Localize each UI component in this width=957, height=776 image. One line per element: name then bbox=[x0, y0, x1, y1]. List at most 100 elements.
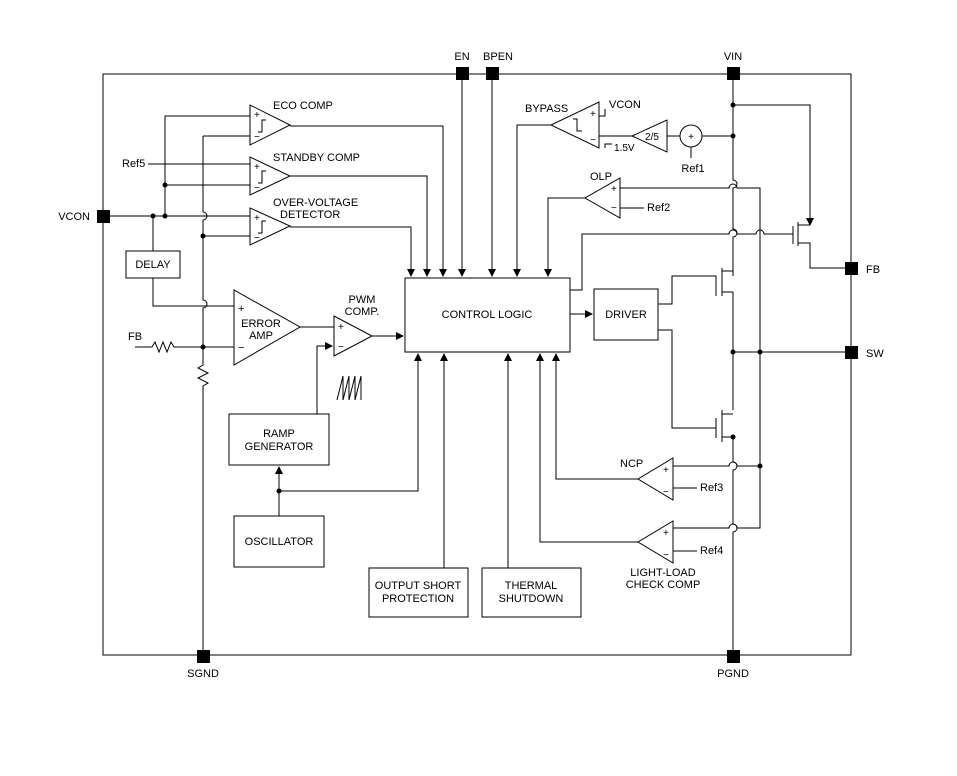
ramp-label-1: RAMP bbox=[263, 428, 295, 440]
light-load-to-logic-wire bbox=[536, 353, 638, 543]
bypass-label: BYPASS bbox=[525, 103, 568, 115]
pwm-label-2: COMP. bbox=[345, 306, 380, 318]
control-logic-block bbox=[404, 277, 571, 353]
thermal-label-1: THERMAL bbox=[505, 580, 558, 592]
oscillator-block bbox=[233, 515, 325, 568]
ncp-comp-symbol bbox=[637, 457, 674, 501]
eco-plus-wire bbox=[164, 115, 250, 216]
ncp-plus: + bbox=[663, 465, 669, 476]
eco-comp-label: ECO COMP bbox=[273, 100, 333, 112]
error-amp-label-1: ERROR bbox=[241, 318, 281, 330]
bypass-minus: − bbox=[590, 135, 596, 146]
standby-comp-label: STANDBY COMP bbox=[273, 152, 360, 164]
light-load-label-1: LIGHT-LOAD bbox=[630, 567, 695, 579]
olp-to-logic-wire bbox=[544, 197, 585, 277]
standby-minus: − bbox=[254, 183, 260, 194]
driver-to-ls-gate-wire bbox=[658, 329, 716, 429]
pgnd-rail-wire bbox=[732, 437, 738, 650]
pin-vcon bbox=[97, 210, 110, 223]
bypass-fet-to-fb-wire bbox=[798, 242, 845, 269]
ovd-plus: + bbox=[254, 213, 260, 224]
v15-label: 1.5V bbox=[614, 143, 635, 154]
eco-hysteresis-icon bbox=[258, 119, 266, 133]
pin-fb-label: FB bbox=[866, 264, 880, 276]
standby-comp-symbol bbox=[249, 156, 292, 196]
standby-to-logic-wire bbox=[290, 175, 431, 277]
pin-vcon-label: VCON bbox=[58, 211, 90, 223]
pin-bpen-label: BPEN bbox=[483, 51, 513, 63]
pin-sgnd bbox=[197, 650, 210, 663]
eco-minus: − bbox=[254, 132, 260, 143]
ramp-to-pwm-wire bbox=[316, 342, 333, 414]
ramp-generator-block bbox=[228, 413, 330, 466]
thermal-shutdown-block bbox=[481, 567, 582, 618]
gain-label: 2/5 bbox=[645, 132, 659, 143]
ncp-label: NCP bbox=[620, 458, 643, 470]
pwm-label-1: PWM bbox=[349, 294, 376, 306]
pin-pgnd-label: PGND bbox=[717, 668, 749, 680]
driver-label: DRIVER bbox=[605, 309, 647, 321]
standby-plus: + bbox=[254, 162, 260, 173]
eco-to-logic-wire bbox=[290, 125, 447, 277]
pin-pgnd bbox=[727, 650, 740, 663]
error-plus: + bbox=[238, 303, 244, 315]
delay-block bbox=[125, 250, 181, 279]
bypass-vcon-wire bbox=[599, 109, 606, 117]
driver-block bbox=[593, 288, 659, 341]
ovd-hysteresis-icon bbox=[258, 220, 266, 234]
ovd-label-1: OVER-VOLTAGE bbox=[273, 197, 358, 209]
eco-plus: + bbox=[254, 110, 260, 121]
ovd-comp-symbol bbox=[249, 207, 292, 246]
pwm-plus: + bbox=[338, 322, 344, 333]
olp-label: OLP bbox=[590, 171, 612, 183]
ref1-label: Ref1 bbox=[681, 163, 704, 175]
pin-en-label: EN bbox=[454, 51, 469, 63]
pin-en bbox=[456, 67, 469, 80]
junction-dot bbox=[162, 213, 168, 219]
light-load-sense-wire bbox=[673, 352, 761, 529]
light-load-label-2: CHECK COMP bbox=[626, 579, 701, 591]
ref5-label: Ref5 bbox=[122, 158, 145, 170]
ramp-label-2: GENERATOR bbox=[245, 441, 314, 453]
pin-vin-label: VIN bbox=[724, 51, 742, 63]
control-logic-label: CONTROL LOGIC bbox=[442, 309, 533, 321]
junction-dot bbox=[162, 182, 168, 188]
osc-to-logic-wire bbox=[279, 353, 422, 492]
olp-minus: − bbox=[611, 203, 617, 214]
delay-to-error-wire bbox=[152, 278, 234, 307]
fb-resistor-wire bbox=[135, 340, 234, 354]
pin-vin bbox=[727, 67, 740, 80]
ref3-label: Ref3 bbox=[700, 482, 723, 494]
osp-label-1: OUTPUT SHORT bbox=[375, 580, 462, 592]
pin-fb bbox=[845, 262, 858, 275]
ovd-to-logic-wire bbox=[290, 226, 415, 277]
pin-bpen bbox=[486, 67, 499, 80]
bypass-ref-wire bbox=[604, 143, 612, 148]
vin-rail-wire bbox=[732, 80, 738, 276]
light-load-comp-symbol bbox=[637, 520, 674, 564]
bypass-to-logic-wire bbox=[513, 124, 551, 277]
olp-sense-wire bbox=[620, 183, 761, 352]
pwm-comp-symbol bbox=[333, 315, 374, 357]
bypass-comp-symbol bbox=[549, 101, 600, 149]
oscillator-label: OSCILLATOR bbox=[245, 536, 314, 548]
bypass-hysteresis-icon bbox=[573, 118, 582, 132]
summing-plus: + bbox=[688, 132, 694, 143]
ovd-minus: − bbox=[254, 233, 260, 244]
pin-sgnd-label: SGND bbox=[187, 668, 219, 680]
logic-to-bypass-gate-wire bbox=[570, 229, 793, 291]
ncp-to-logic-wire bbox=[552, 353, 638, 480]
output-short-protection-block bbox=[368, 567, 469, 618]
feedback-bus-wire bbox=[202, 136, 208, 365]
ncp-minus: − bbox=[663, 487, 669, 498]
ovd-label-2: DETECTOR bbox=[280, 209, 340, 221]
ref2-label: Ref2 bbox=[647, 202, 670, 214]
bypass-plus: + bbox=[590, 109, 596, 120]
standby-hysteresis-icon bbox=[258, 170, 266, 184]
junction-dot bbox=[276, 488, 282, 494]
light-minus: − bbox=[663, 550, 669, 561]
junction-dot bbox=[200, 233, 206, 239]
eco-comp-symbol bbox=[249, 104, 292, 146]
sawtooth-icon bbox=[336, 375, 362, 401]
